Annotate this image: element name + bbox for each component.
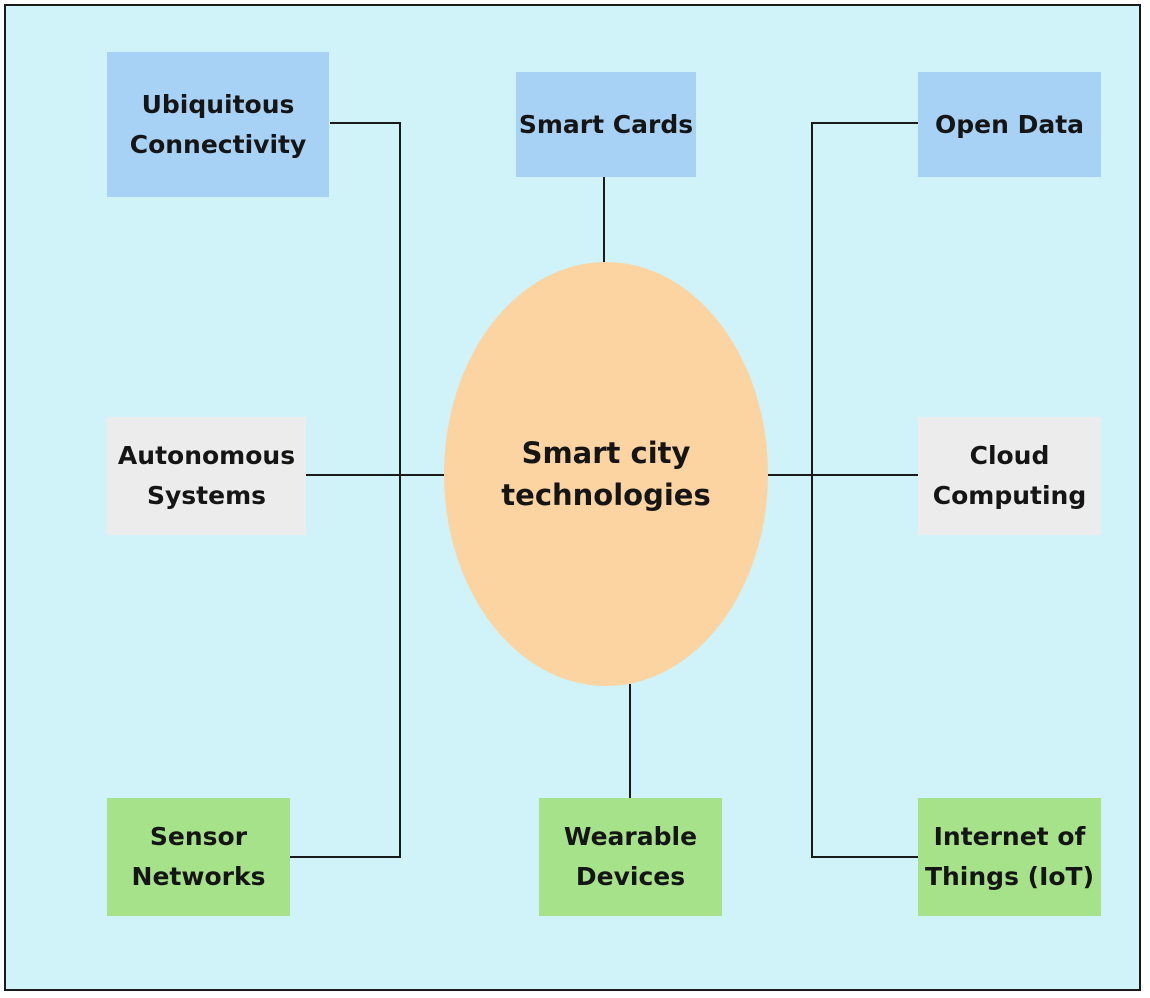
center-node-smart-city-technologies: Smart city technologies — [444, 262, 768, 686]
node-open-data: Open Data — [918, 72, 1101, 177]
node-ubiquitous-connectivity: Ubiquitous Connectivity — [107, 52, 329, 197]
node-sensor-networks: Sensor Networks — [107, 798, 290, 916]
node-wearable-devices: Wearable Devices — [539, 798, 722, 916]
node-cloud-computing: Cloud Computing — [918, 417, 1101, 535]
node-autonomous-systems: Autonomous Systems — [107, 417, 306, 535]
node-smart-cards: Smart Cards — [516, 72, 696, 177]
node-internet-of-things: Internet of Things (IoT) — [918, 798, 1101, 916]
